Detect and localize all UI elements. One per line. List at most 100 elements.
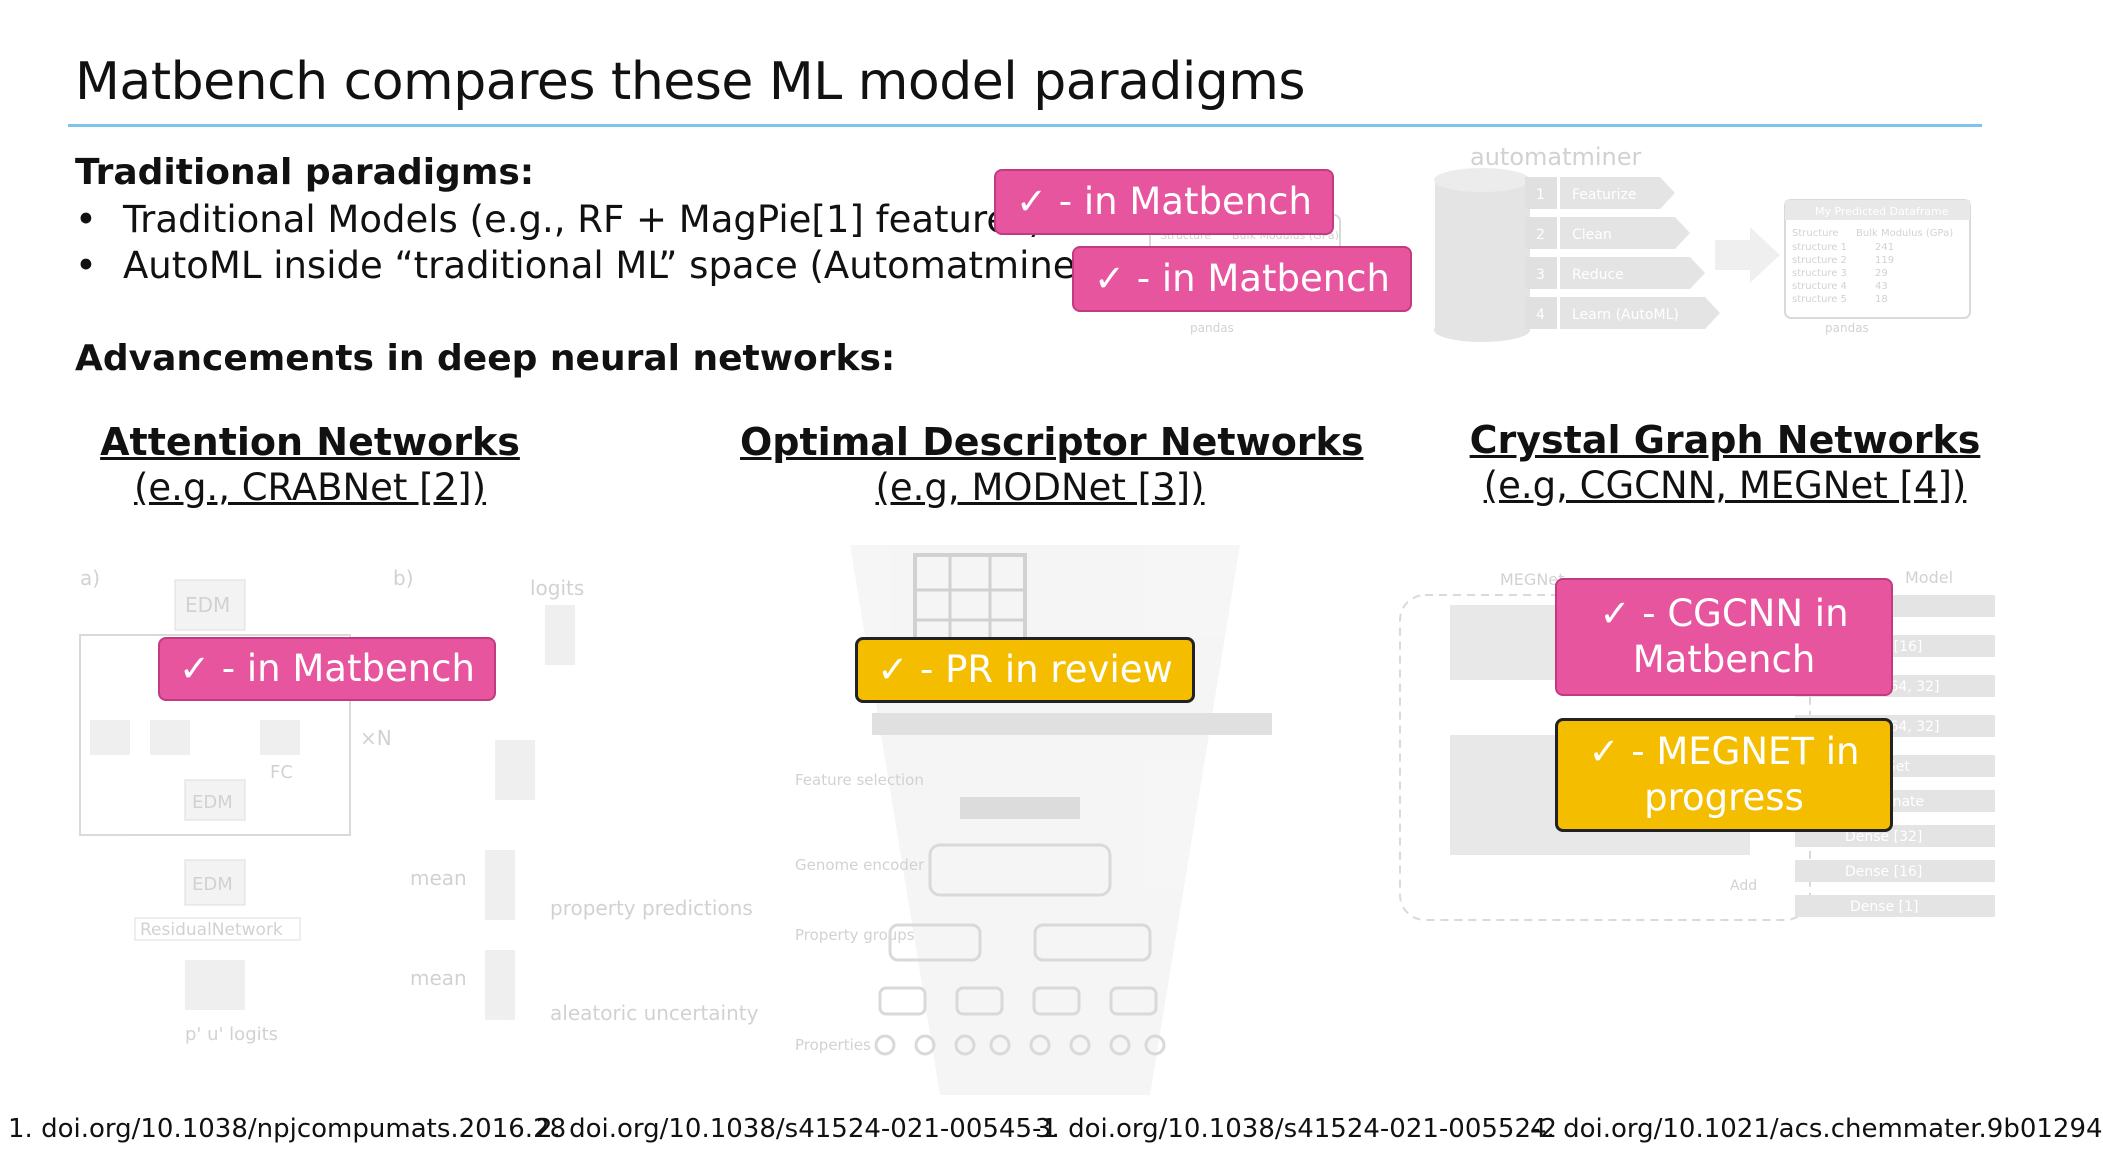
df-cell: structure 5 xyxy=(1792,294,1847,305)
z-block xyxy=(260,720,300,755)
pipeline-steps: 1 Featurize 2 Clean 3 Reduce 4 Learn (Au… xyxy=(1525,177,1720,329)
deep-heading: Advancements in deep neural networks: xyxy=(75,338,896,379)
section-subtitle-attention: (e.g., CRABNet [2]) xyxy=(133,466,487,509)
section-title-optimal-descriptor: Optimal Descriptor Networks xyxy=(740,420,1364,464)
property-nodes xyxy=(874,1034,1166,1056)
property-groups-label: Property groups xyxy=(795,926,915,944)
database-icon xyxy=(1435,180,1530,330)
df-cell: 29 xyxy=(1875,268,1888,279)
aleatoric-uncertainty-label: aleatoric uncertainty xyxy=(550,1001,759,1025)
selected-features xyxy=(960,797,1080,819)
property-group-a xyxy=(888,923,982,962)
mean-label-2: mean xyxy=(410,966,467,990)
logits-top-label: logits xyxy=(530,576,584,600)
residual-network-box xyxy=(134,917,301,941)
z-block xyxy=(90,720,130,755)
crabnet-figure: a) b) EDM EDM FC ×N EDM ResidualNetwork … xyxy=(79,566,759,1045)
reference-4: 4. doi.org/10.1021/acs.chemmater.9b01294 xyxy=(1530,1114,2103,1144)
traditional-heading: Traditional paradigms: xyxy=(75,152,535,193)
reference-1: 1. doi.org/10.1038/npjcompumats.2016.28 xyxy=(8,1114,567,1144)
bullet-marker: • xyxy=(75,198,97,241)
badge-megnet-in-progress: ✓ - MEGNET in progress xyxy=(1555,718,1893,832)
badge-modnet-pr-in-review: ✓ - PR in review xyxy=(855,637,1195,703)
badge-crabnet-in-matbench: ✓ - in Matbench xyxy=(158,637,496,701)
modnet-figure: Feature selection Genome encoder Propert… xyxy=(795,545,1272,1095)
reference-3: 3. doi.org/10.1038/s41524-021-00552-2 xyxy=(1035,1114,1557,1144)
model-block-label: Dense [32] xyxy=(1845,829,1922,845)
genome-encoder-box xyxy=(928,843,1112,897)
output-df-col-1: Structure xyxy=(1792,228,1839,239)
property-group-boxes xyxy=(878,986,1158,1016)
feature-vector xyxy=(872,713,1272,735)
bullet-marker: • xyxy=(75,244,97,287)
pandas-label-right: pandas xyxy=(1825,321,1869,335)
badge-automatminer-in-matbench: ✓ - in Matbench xyxy=(1072,246,1412,312)
panel-b-label: b) xyxy=(393,566,414,590)
mean-label-1: mean xyxy=(410,866,467,890)
step-3-num: 3 xyxy=(1536,267,1545,283)
step-2-label: Clean xyxy=(1572,227,1612,243)
step-1-num: 1 xyxy=(1536,187,1545,203)
output-df-title: My Predicted Dataframe xyxy=(1815,205,1949,218)
output-df-col-2: Bulk Modulus (GPa) xyxy=(1856,228,1953,239)
step-1-label: Featurize xyxy=(1572,187,1636,203)
badge-rf-in-matbench: ✓ - in Matbench xyxy=(994,169,1334,235)
step-3-label: Reduce xyxy=(1572,267,1624,283)
title-divider xyxy=(68,124,1982,127)
bullet-traditional-models: • Traditional Models (e.g., RF + MagPie[1… xyxy=(75,198,1043,241)
section-subtitle-optimal-descriptor: (e.g, MODNet [3]) xyxy=(875,466,1205,509)
arrow-right-icon xyxy=(1715,227,1780,283)
section-title-crystal-graph: Crystal Graph Networks xyxy=(1469,418,1981,462)
z-block xyxy=(150,720,190,755)
step-4-num: 4 xyxy=(1536,307,1545,323)
df-cell: 18 xyxy=(1875,294,1888,305)
panel-a-label: a) xyxy=(80,566,100,590)
badge-cgcnn-in-matbench: ✓ - CGCNN in Matbench xyxy=(1555,578,1893,696)
fc-label: FC xyxy=(270,762,293,783)
step-4-label: Learn (AutoML) xyxy=(1572,307,1679,323)
model-label: Model xyxy=(1905,568,1953,587)
mean-block-2 xyxy=(485,950,515,1020)
output-dataframe-box xyxy=(1784,199,1971,319)
output-block xyxy=(185,960,245,1010)
xn-label: ×N xyxy=(360,726,392,750)
attention-block-frame xyxy=(79,634,351,836)
model-block-label: Dense [1] xyxy=(1850,899,1918,915)
df-cell: structure 1 xyxy=(1792,242,1847,253)
property-group-z xyxy=(1033,923,1152,962)
slide-title: Matbench compares these ML model paradig… xyxy=(75,52,1306,112)
step-2-num: 2 xyxy=(1536,227,1545,243)
y-block xyxy=(495,740,535,800)
add-label: Add xyxy=(1730,878,1757,894)
edm-block-bottom xyxy=(184,859,246,906)
edm-label-bottom: EDM xyxy=(192,874,233,895)
reference-2: 2. doi.org/10.1038/s41524-021-00545-1 xyxy=(536,1114,1058,1144)
df-cell: structure 2 xyxy=(1792,255,1847,266)
bullet-text: Traditional Models (e.g., RF + MagPie[1]… xyxy=(123,198,1043,241)
edm-block-top xyxy=(174,579,246,631)
df-cell: 43 xyxy=(1875,281,1888,292)
automatminer-figure: Structure Bulk Modulus (GPa) pandas auto… xyxy=(1149,143,1971,342)
edm-label-top: EDM xyxy=(185,593,230,617)
pandas-label-left: pandas xyxy=(1190,321,1234,335)
bullet-automl: • AutoML inside “traditional ML” space (A… xyxy=(75,244,1105,287)
df-cell: 119 xyxy=(1875,255,1894,266)
mean-block-1 xyxy=(485,850,515,920)
logits-block xyxy=(545,605,575,665)
bullet-text: AutoML inside “traditional ML” space (Au… xyxy=(123,244,1106,287)
df-cell: 241 xyxy=(1875,242,1894,253)
section-title-attention: Attention Networks xyxy=(100,420,520,464)
edm-label-mid: EDM xyxy=(192,792,233,813)
properties-label: Properties xyxy=(795,1036,871,1054)
logits-bottom-label: p' u' logits xyxy=(185,1024,278,1045)
automatminer-logo: automatminer xyxy=(1470,143,1642,171)
edm-block-mid xyxy=(184,779,246,821)
megnet-title: MEGNet xyxy=(1500,570,1564,589)
df-cell: structure 3 xyxy=(1792,268,1847,279)
df-cell: structure 4 xyxy=(1792,281,1847,292)
model-block-label: Dense [16] xyxy=(1845,864,1922,880)
section-subtitle-crystal-graph: (e.g, CGCNN, MEGNet [4]) xyxy=(1483,464,1967,507)
property-predictions-label: property predictions xyxy=(550,896,753,920)
feature-selection-label: Feature selection xyxy=(795,771,924,789)
genome-encoder-label: Genome encoder xyxy=(795,856,925,874)
